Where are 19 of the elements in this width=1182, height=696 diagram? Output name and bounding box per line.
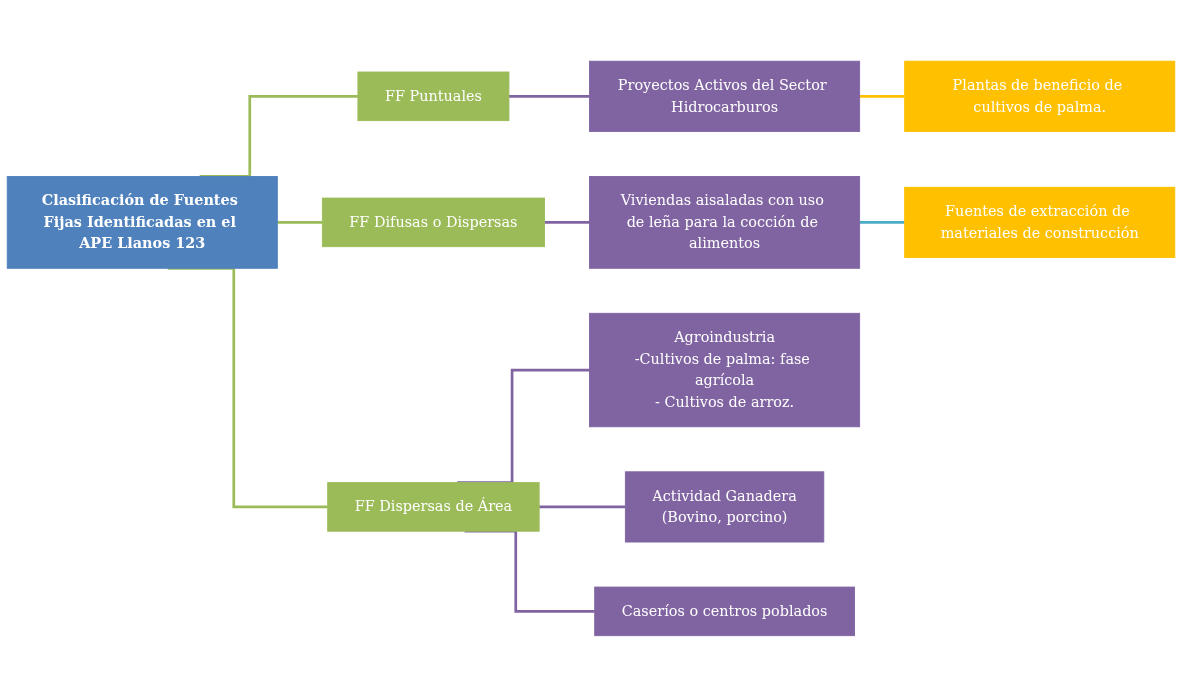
node-box: FF Puntuales <box>357 71 510 121</box>
connector <box>167 266 328 508</box>
connector <box>464 529 595 613</box>
node-box: Viviendas aisaladas con uso de leña para la cocción de alimentos <box>589 175 861 269</box>
connector <box>508 94 590 98</box>
node-box: FF Dispersas de Área <box>327 481 540 532</box>
node-box: Clasificación de Fuentes Fijas Identificadas en el APE Llanos 123 <box>6 175 278 269</box>
connector <box>539 505 626 508</box>
connector <box>859 94 905 98</box>
node-box: Caseríos o centros poblados <box>594 586 855 636</box>
connector <box>859 220 905 224</box>
node-box: Fuentes de extracción de materiales de construcción <box>904 186 1176 258</box>
connector <box>544 220 590 224</box>
node-box: Plantas de beneficio de cultivos de palma. <box>904 60 1176 132</box>
node-box: Actividad Ganadera (Bovino, porcino) <box>624 470 825 543</box>
node-box: Agroindustria -Cultivos de palma: fase agrícola - Cultivos de arroz. <box>589 312 861 427</box>
node-box: FF Difusas o Dispersas <box>321 197 545 247</box>
node-box: Proyectos Activos del Sector Hidrocarburos <box>589 60 861 132</box>
connector <box>277 220 323 224</box>
